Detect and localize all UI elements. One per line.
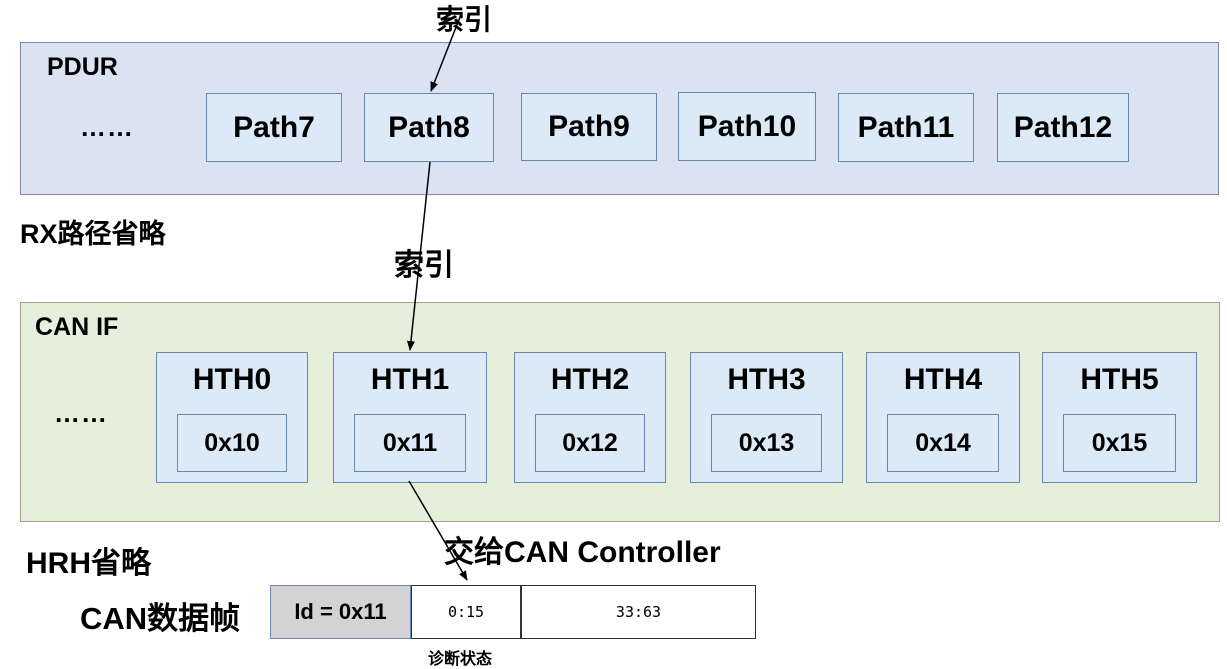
frame-id-cell: Id = 0x11 bbox=[270, 585, 411, 639]
rx-path-note: RX路径省略 bbox=[20, 219, 166, 249]
arrow-path8-to-hth1 bbox=[406, 161, 431, 351]
frame-data-cell: 33:63 bbox=[521, 585, 756, 639]
can-if-ellipsis: …… bbox=[54, 398, 108, 428]
hth-id: 0x12 bbox=[535, 414, 645, 472]
pdur-title: PDUR bbox=[47, 53, 118, 81]
path-box-8: Path8 bbox=[364, 93, 494, 162]
path-box-7: Path7 bbox=[206, 93, 342, 162]
hth-name: HTH1 bbox=[370, 363, 450, 396]
hth-box-3: HTH3 0x13 bbox=[690, 352, 843, 483]
index-label-middle: 索引 bbox=[394, 249, 454, 282]
frame-diag-cell: 0:15 bbox=[411, 585, 521, 639]
hth-box-2: HTH2 0x12 bbox=[514, 352, 666, 483]
hth-name: HTH5 bbox=[1080, 363, 1159, 396]
index-label-top: 索引 bbox=[436, 4, 493, 35]
hth-box-1: HTH1 0x11 bbox=[333, 352, 487, 483]
hth-id: 0x10 bbox=[177, 414, 287, 472]
hth-id: 0x11 bbox=[354, 414, 466, 472]
hth-id: 0x13 bbox=[711, 414, 822, 472]
path-box-10: Path10 bbox=[678, 92, 816, 161]
hth-name: HTH0 bbox=[192, 363, 272, 396]
hth-box-0: HTH0 0x10 bbox=[156, 352, 308, 483]
arrow-hth1-to-frame bbox=[408, 480, 468, 581]
can-if-title: CAN IF bbox=[35, 313, 119, 341]
path-box-11: Path11 bbox=[838, 93, 974, 162]
hth-id: 0x15 bbox=[1063, 414, 1176, 472]
hth-name: HTH4 bbox=[903, 363, 983, 396]
pdur-ellipsis: …… bbox=[80, 112, 134, 142]
handover-label: 交给CAN Controller bbox=[444, 536, 721, 569]
hrh-note: HRH省略 bbox=[26, 547, 151, 580]
hth-id: 0x14 bbox=[887, 414, 999, 472]
hth-name: HTH2 bbox=[550, 363, 630, 396]
path-box-12: Path12 bbox=[997, 93, 1129, 162]
hth-box-5: HTH5 0x15 bbox=[1042, 352, 1197, 483]
hth-box-4: HTH4 0x14 bbox=[866, 352, 1020, 483]
can-frame-title: CAN数据帧 bbox=[80, 601, 241, 636]
path-box-9: Path9 bbox=[521, 93, 657, 161]
arrow-index-to-path8 bbox=[430, 11, 463, 92]
hth-name: HTH3 bbox=[727, 363, 806, 396]
